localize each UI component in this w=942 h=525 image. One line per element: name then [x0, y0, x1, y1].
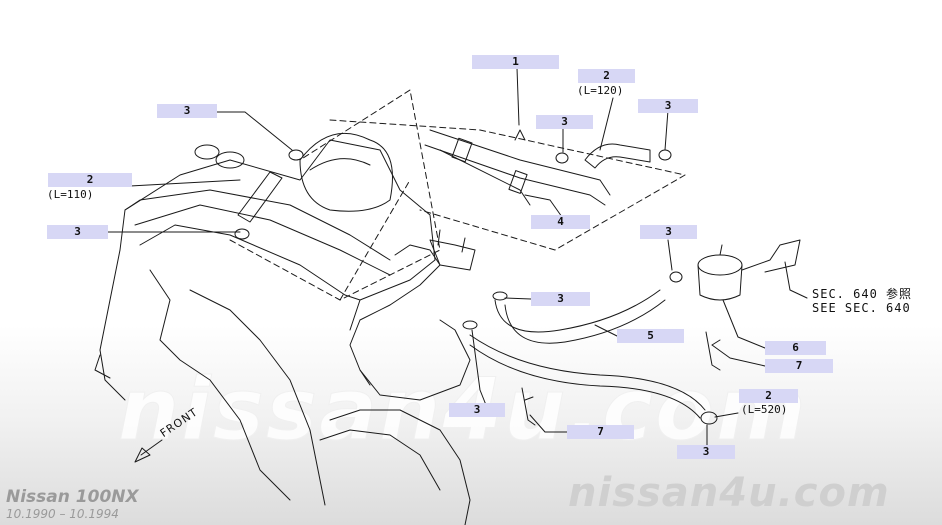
- callout-7[interactable]: 7: [765, 359, 833, 373]
- section-ref-jp: SEC. 640 参照: [812, 287, 913, 301]
- hose-5: [494, 289, 661, 333]
- callout-7[interactable]: 7: [567, 425, 634, 439]
- clip-7a: [705, 331, 721, 371]
- callout-2[interactable]: 2: [48, 173, 132, 187]
- callout-5[interactable]: 5: [617, 329, 684, 343]
- leader-lines: [107, 67, 808, 446]
- callout-3[interactable]: 3: [640, 225, 697, 239]
- length-label-520: (L=520): [741, 403, 788, 416]
- clip-7b: [521, 387, 536, 426]
- watermark-corner: nissan4u.com: [568, 470, 890, 516]
- hose-120: [584, 143, 651, 169]
- callout-3[interactable]: 3: [638, 99, 698, 113]
- callout-4[interactable]: 4: [531, 215, 590, 229]
- callout-1[interactable]: 1: [472, 55, 559, 69]
- callout-3[interactable]: 3: [157, 104, 217, 118]
- callout-2[interactable]: 2: [578, 69, 635, 83]
- callout-3[interactable]: 3: [531, 292, 590, 306]
- clamps: [234, 149, 718, 425]
- callout-3[interactable]: 3: [449, 403, 505, 417]
- callout-3[interactable]: 3: [47, 225, 108, 239]
- model-dates: 10.1990 – 10.1994: [6, 507, 119, 521]
- callout-3[interactable]: 3: [677, 445, 735, 459]
- callout-6[interactable]: 6: [765, 341, 826, 355]
- callout-2[interactable]: 2: [739, 389, 798, 403]
- pipe-assembly: [424, 129, 611, 206]
- model-name: Nissan 100NX: [6, 487, 139, 507]
- assembly-dashed-boxes: [229, 89, 686, 301]
- engine-block-outline: [94, 132, 471, 525]
- fuel-filter: [697, 239, 801, 301]
- length-label-120: (L=120): [577, 84, 624, 97]
- hose-110: [237, 171, 283, 223]
- length-label-110: (L=110): [47, 188, 94, 201]
- section-ref-en: SEE SEC. 640: [812, 301, 911, 315]
- callout-3[interactable]: 3: [536, 115, 593, 129]
